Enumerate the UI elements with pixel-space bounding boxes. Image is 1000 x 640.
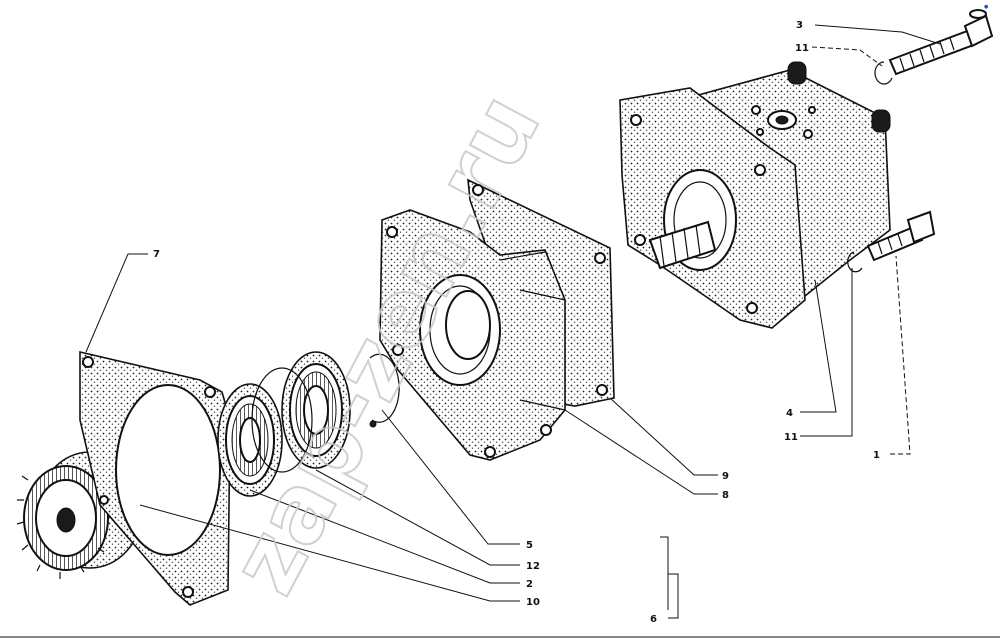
callout-11-lower: 11 <box>784 432 798 443</box>
callout-8: 8 <box>722 490 729 501</box>
adapter-flange <box>379 178 615 461</box>
callout-5: 5 <box>526 540 533 551</box>
callout-3: 3 <box>796 20 803 31</box>
washer-upper <box>874 61 893 85</box>
leader-lines <box>85 24 941 619</box>
callout-12: 12 <box>526 561 540 572</box>
callout-9: 9 <box>722 471 729 482</box>
pump-housing <box>619 61 891 329</box>
bearing-inner <box>217 383 283 497</box>
callout-1: 1 <box>873 450 880 461</box>
bolt-short <box>866 210 936 262</box>
callout-11-upper: 11 <box>795 43 809 54</box>
callout-2: 2 <box>526 579 533 590</box>
callout-10: 10 <box>526 597 540 608</box>
callout-4: 4 <box>786 408 793 419</box>
spacer-ring <box>251 367 313 473</box>
retaining-ring <box>369 353 400 428</box>
washer-lower <box>847 251 863 273</box>
bearing-outer <box>281 351 351 469</box>
callout-6: 6 <box>650 614 657 625</box>
corner-logo: ● <box>984 4 989 10</box>
gasket-plate <box>79 350 231 606</box>
bolt-long <box>888 9 994 76</box>
callout-7: 7 <box>153 249 160 260</box>
